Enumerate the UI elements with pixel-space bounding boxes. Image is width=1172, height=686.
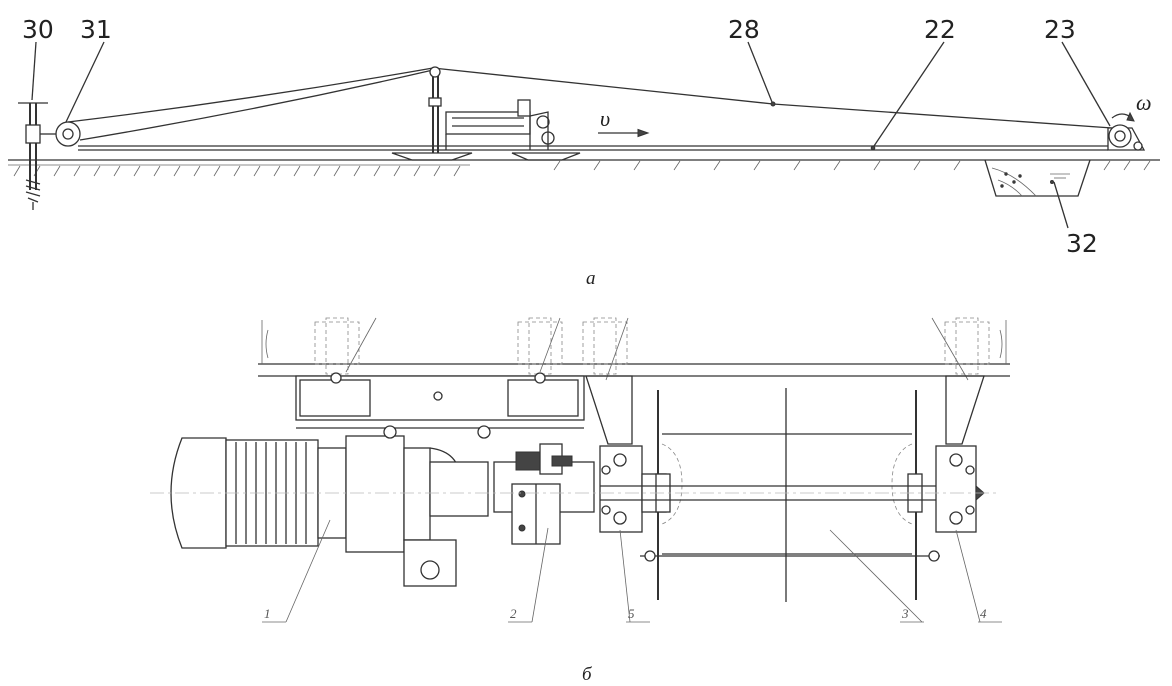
carriage [391,66,581,161]
caption-a: а [586,268,596,289]
plate-bolts [314,317,990,381]
figure-a: υ ω 30 [8,15,1160,289]
velocity-symbol: υ [600,106,610,131]
label-31: 31 [80,15,112,44]
electric-motor-1[interactable] [170,425,491,587]
coupling-2[interactable] [493,443,595,545]
ground-line [8,159,1160,177]
label-30: 30 [22,15,54,44]
anchor-post [18,102,48,210]
label-3: 3 [901,606,909,621]
rail-22 [78,145,1108,151]
bearing-5[interactable] [585,375,667,533]
label-1: 1 [264,606,271,621]
velocity-arrow [598,128,650,138]
label-22: 22 [924,15,956,44]
pulley-31 [40,121,81,147]
leader-lines-a [31,41,1111,229]
reservoir-32 [984,159,1091,197]
winch-23 [1107,111,1146,151]
motor-bracket [295,372,585,429]
angular-velocity-symbol: ω [1136,90,1152,115]
label-23: 23 [1044,15,1076,44]
label-5: 5 [628,606,635,621]
figure-b: 1 2 5 3 4 б [150,317,1010,685]
label-4: 4 [980,606,987,621]
label-2: 2 [510,606,517,621]
label-28: 28 [728,15,760,44]
mounting-plate [258,320,1010,377]
label-32: 32 [1066,229,1098,258]
cable-28 [67,67,1113,141]
bearing-4[interactable] [935,375,985,533]
leader-lines-b [262,519,1002,623]
winch-drum-3[interactable] [640,388,940,602]
caption-b: б [582,664,593,685]
